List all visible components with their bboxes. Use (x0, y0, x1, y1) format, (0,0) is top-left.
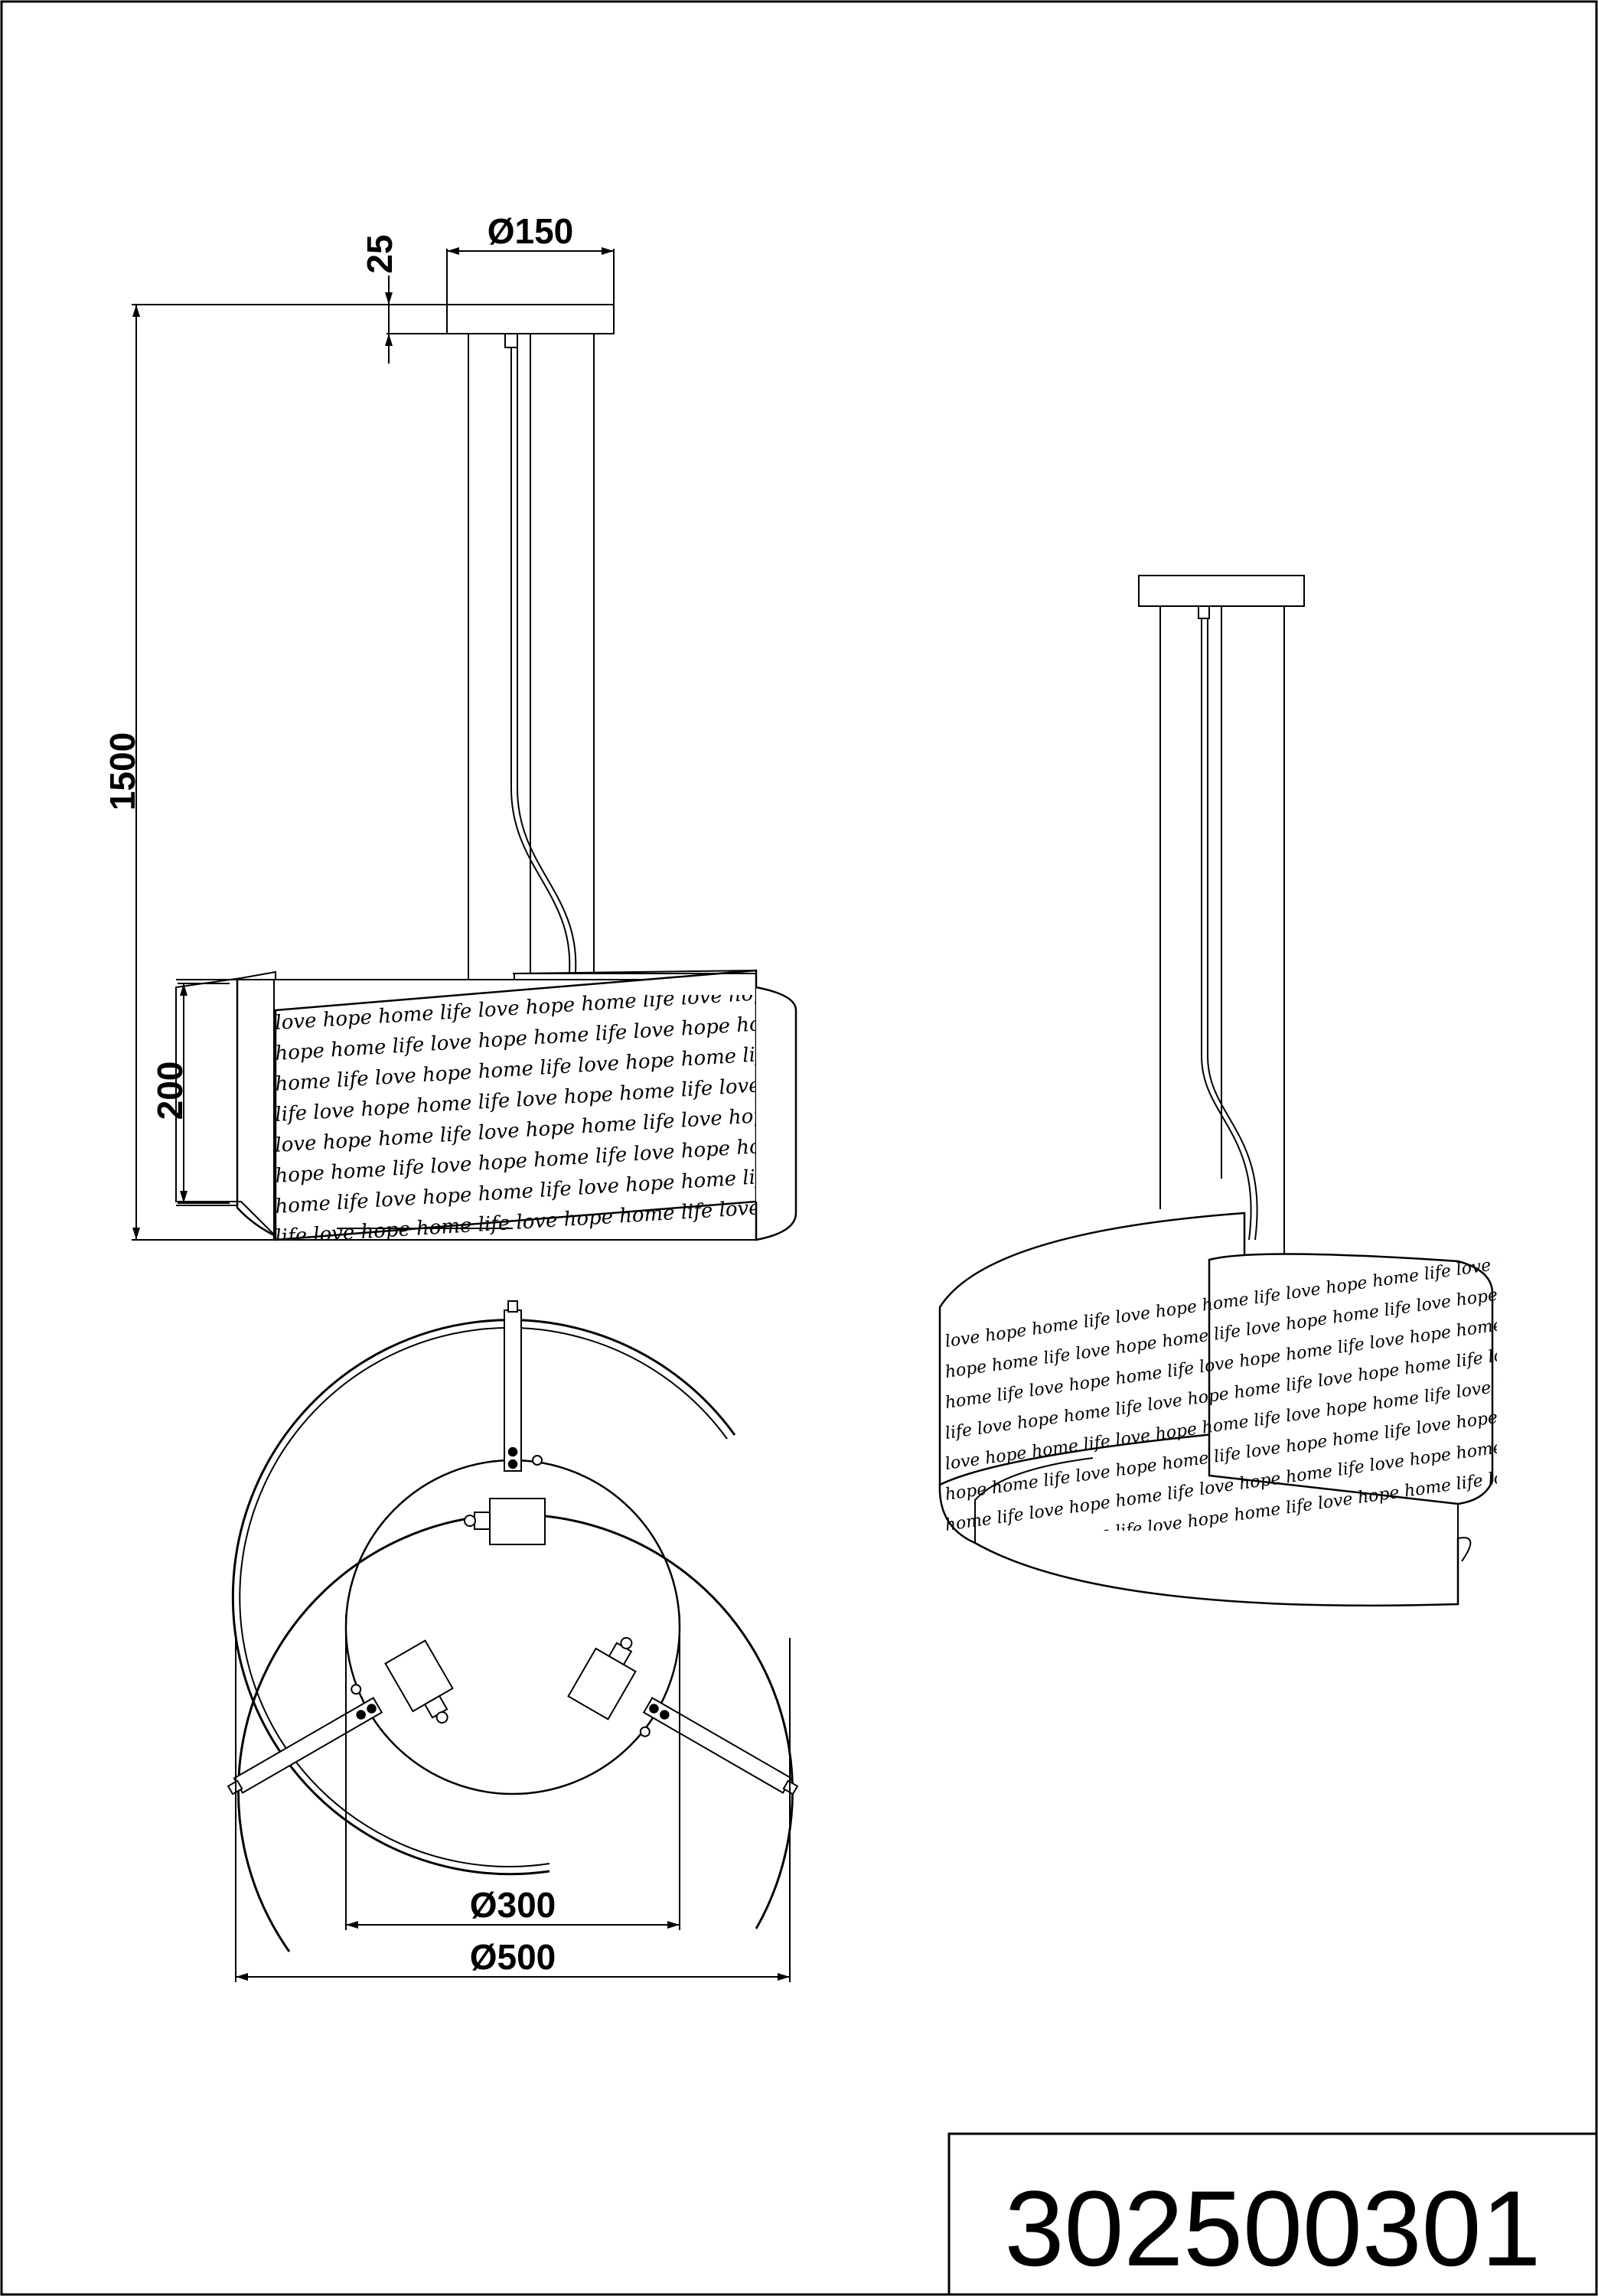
total-height-label: 1500 (103, 732, 142, 810)
front-elevation (132, 249, 797, 1241)
lamp-socket (464, 1498, 546, 1545)
power-cable (510, 347, 571, 988)
support-arm (639, 1697, 799, 1795)
canopy-diameter-label: Ø150 (488, 211, 574, 251)
canopy (446, 304, 615, 334)
outer-shade-ring (231, 1319, 736, 1876)
canopy-height-label: 25 (360, 234, 400, 273)
front-shade (175, 969, 797, 1241)
support-arm (504, 1300, 543, 1472)
plan-view (227, 1300, 799, 1982)
perspective-power-cable (1201, 618, 1252, 1241)
inner-diameter-label: Ø300 (470, 1885, 556, 1925)
perspective-canopy (1138, 575, 1305, 607)
perspective-shade (938, 1212, 1494, 1607)
lamp-socket (567, 1637, 637, 1720)
lamp-socket (384, 1639, 454, 1724)
title-block (947, 2132, 1598, 2296)
perspective-view (938, 575, 1494, 1607)
dimension-arrows (132, 247, 614, 1240)
shade-height-label: 200 (150, 1062, 190, 1120)
plan-dimension-arrows (236, 1921, 790, 1981)
outer-diameter-label: Ø500 (470, 1937, 556, 1977)
article-number: 302500301 (1005, 2168, 1541, 2288)
support-arm (227, 1684, 383, 1795)
